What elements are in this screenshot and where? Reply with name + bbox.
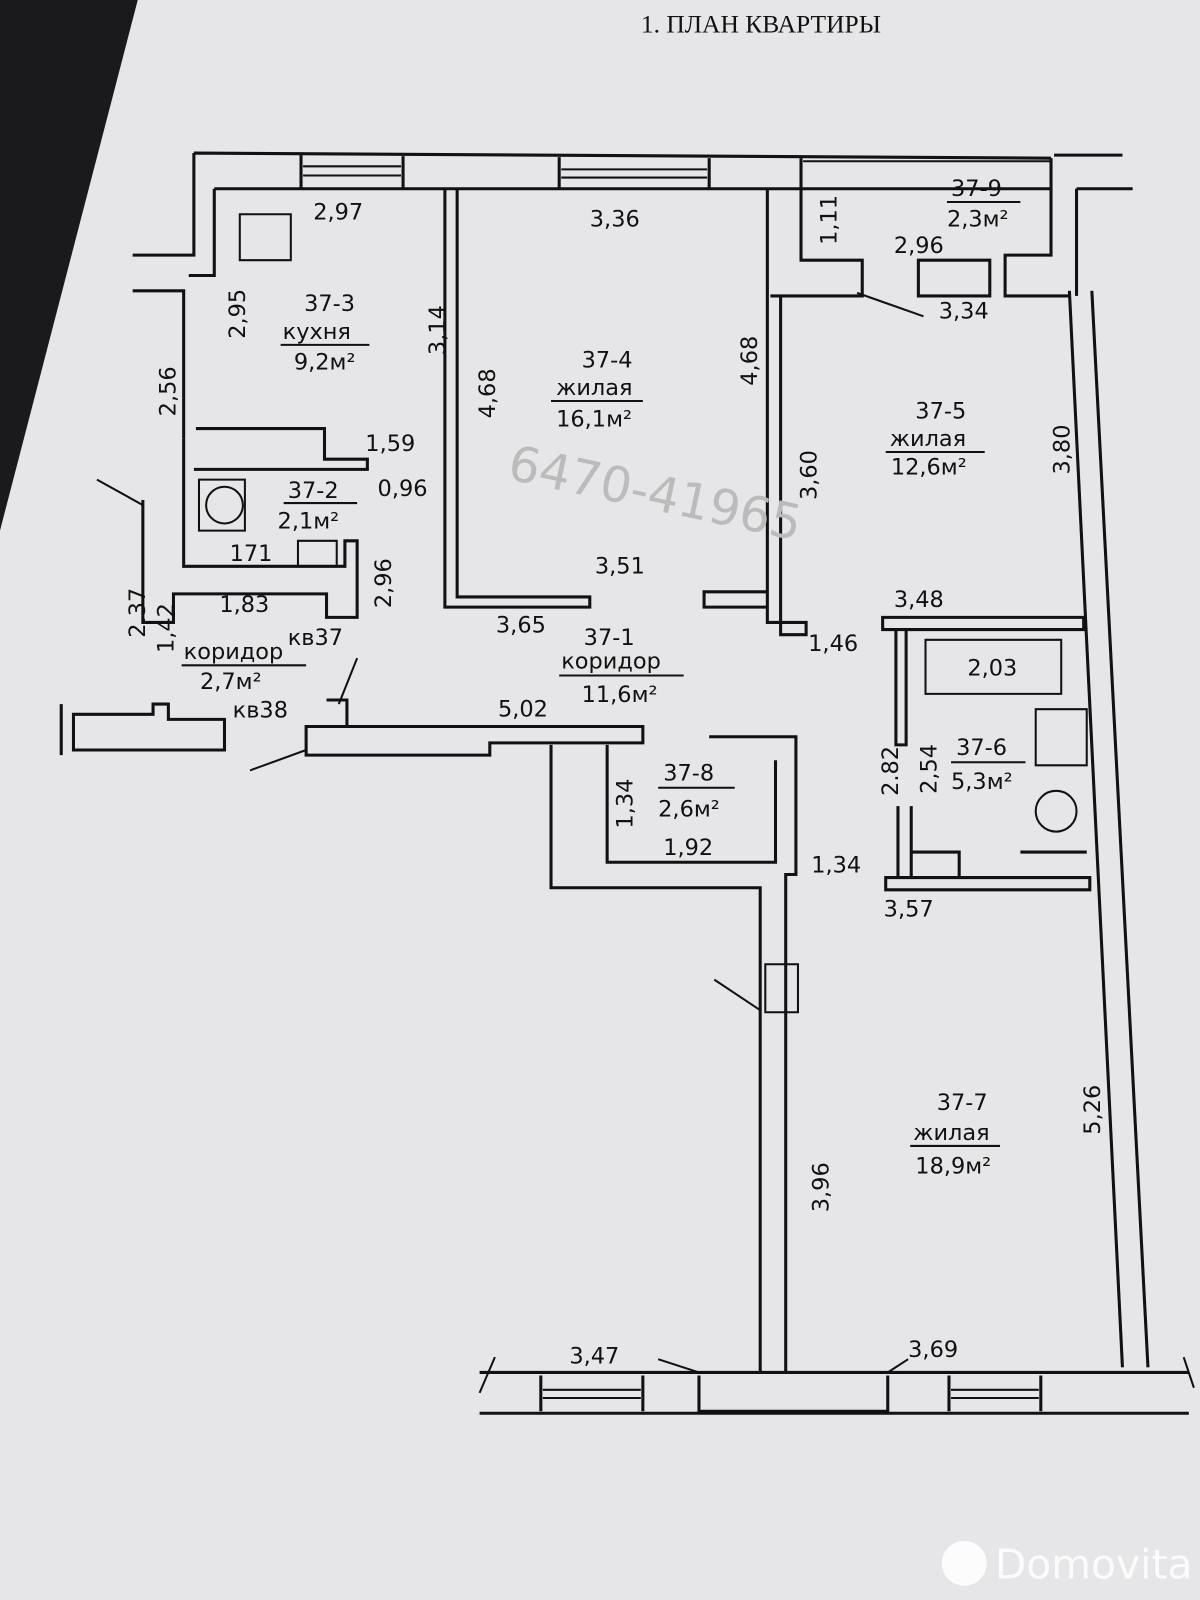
room-text: 18,9м² — [915, 1153, 991, 1179]
dimension-label: 3,96 — [809, 1162, 835, 1212]
dimension-label: 5,02 — [498, 696, 548, 722]
room-text: жилая — [890, 426, 966, 452]
dimension-label: 3,34 — [939, 298, 989, 324]
dimension-label: 4,68 — [475, 368, 501, 418]
room-37-8: 37-8 2,6м² — [658, 761, 735, 822]
room-text: 37-3 — [304, 291, 355, 317]
handwritten-number: 6470-41965 — [503, 435, 806, 553]
dimension-label: 1,42 — [153, 603, 179, 653]
table-background — [0, 0, 138, 531]
dimension-label: 0,96 — [378, 476, 428, 502]
dimension-label: 2,97 — [313, 199, 363, 225]
room-text: коридор — [561, 648, 661, 674]
room-text: 9,2м² — [294, 349, 356, 375]
dimension-label: 3,65 — [496, 613, 546, 639]
dimension-label: 2,95 — [225, 289, 251, 339]
room-text: 37-1 — [584, 625, 635, 651]
dimension-label: 5,26 — [1080, 1085, 1106, 1135]
dimension-label: 2,56 — [156, 366, 182, 416]
dimension-label: 4,68 — [737, 336, 763, 386]
dimension-label: 3,69 — [908, 1337, 958, 1363]
room-text: Domovita — [995, 1541, 1193, 1589]
dimension-label: 3,60 — [796, 450, 822, 500]
domovita-watermark: Domovita — [941, 1540, 1193, 1589]
dimension-label: 1,11 — [817, 195, 843, 245]
dimension-label: 3,80 — [1049, 425, 1075, 475]
room-text: 37-2 — [288, 478, 339, 504]
room-text: 2,7м² — [200, 669, 262, 695]
room-text: 12,6м² — [891, 454, 967, 480]
room-37-2: 37-2 2,1м² — [278, 478, 358, 535]
dimension-label: 1,46 — [808, 631, 858, 657]
room-text: кухня — [283, 319, 351, 345]
bathtub-dimension: 2,03 — [967, 656, 1017, 682]
room-text: 2,6м² — [658, 796, 720, 822]
room-text: 37-8 — [663, 761, 714, 787]
dimension-label: 2.37 — [125, 588, 151, 638]
room-text: 37-5 — [915, 398, 966, 424]
room-text: коридор — [184, 639, 284, 665]
room-37-9: 37-9 2,3м² — [946, 176, 1021, 233]
dimension-label: 2,54 — [917, 744, 943, 794]
dimension-label: 2.82 — [878, 746, 904, 796]
apartment-38-label: кв38 — [233, 697, 288, 723]
dimension-label: 2,96 — [371, 558, 397, 608]
dimension-label: 1,59 — [365, 431, 415, 457]
dimension-label: 171 — [230, 541, 273, 567]
apartment-37-label: кв37 — [288, 625, 343, 651]
room-37-6: 37-6 5,3м² — [951, 735, 1026, 795]
room-text: 37-4 — [582, 347, 633, 373]
dimension-label: 3,48 — [894, 587, 944, 613]
plan-title: 1. ПЛАН КВАРТИРЫ — [641, 10, 881, 39]
room-text: 11,6м² — [582, 682, 658, 708]
room-text: жилая — [556, 375, 632, 401]
walls — [59, 151, 1195, 1415]
room-text: 16,1м² — [556, 407, 632, 433]
dimension-label: 3,36 — [590, 207, 640, 233]
dimension-label: 1,83 — [219, 592, 269, 618]
room-text: 2,1м² — [278, 509, 340, 535]
domovita-logo-icon — [941, 1540, 987, 1586]
dimensions: 2,97 3,36 1,11 2,96 3,34 2,95 3,14 4,68 … — [125, 195, 1106, 1369]
room-text: 37-7 — [937, 1090, 988, 1116]
dimension-label: 1,34 — [811, 852, 861, 878]
dimension-label: 3,47 — [569, 1343, 619, 1369]
room-text: 5,3м² — [951, 769, 1013, 795]
room-corridor-kv37: коридор 2,7м² — [181, 639, 307, 695]
room-text: 2,3м² — [947, 207, 1009, 233]
dimension-label: 1,92 — [663, 835, 713, 861]
room-text: жилая — [913, 1120, 989, 1146]
dimension-label: 3,14 — [425, 305, 451, 355]
room-text: 37-6 — [956, 735, 1007, 761]
dimension-label: 3,57 — [884, 896, 934, 922]
dimension-label: 2,96 — [894, 233, 944, 259]
room-text: 37-9 — [951, 176, 1002, 202]
room-37-7: 37-7 жилая 18,9м² — [910, 1090, 1000, 1179]
dimension-label: 1,34 — [613, 779, 639, 829]
dimension-label: 3,51 — [595, 553, 645, 579]
